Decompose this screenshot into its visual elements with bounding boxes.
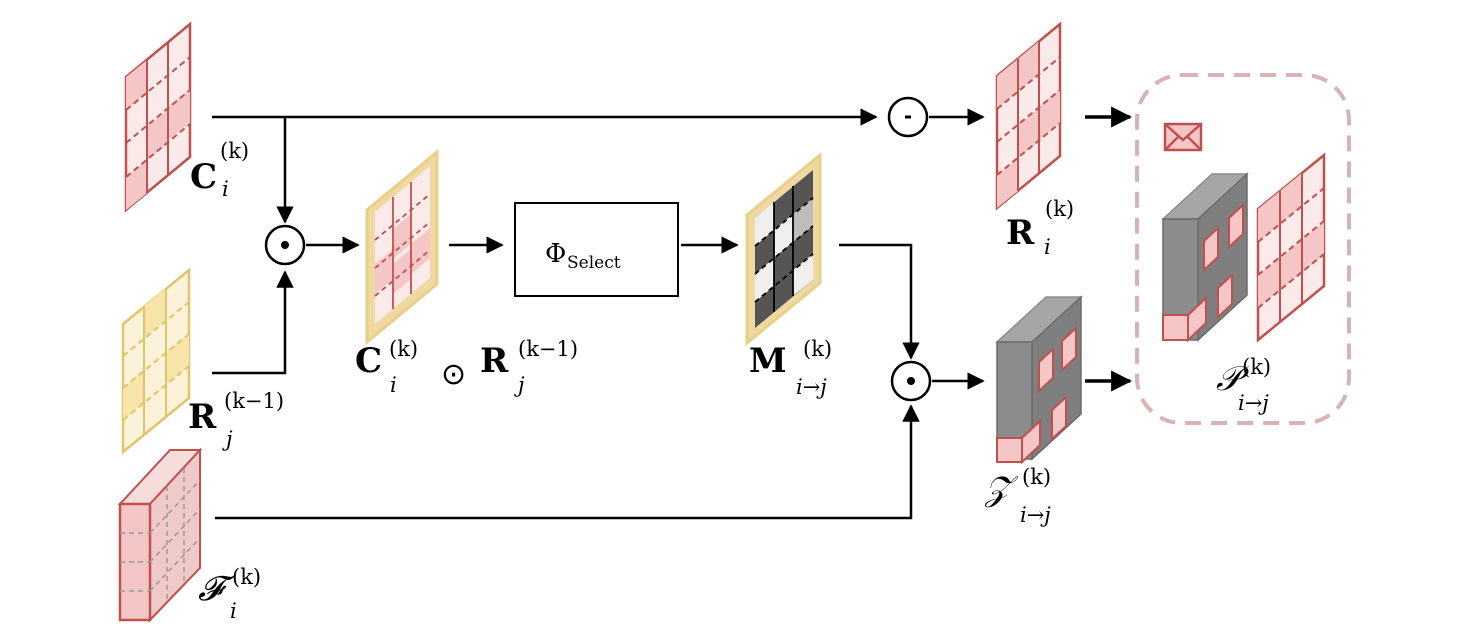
odot-operator-2 (890, 360, 932, 402)
svg-text:⊙: ⊙ (441, 357, 466, 392)
arrow-fi-to-odot2 (215, 404, 920, 520)
svg-text:(k): (k) (389, 337, 418, 361)
odot-operator-1 (264, 224, 306, 266)
p-gray-block (1161, 172, 1249, 343)
svg-text:𝒵: 𝒵 (984, 469, 1019, 509)
svg-text:(k): (k) (803, 337, 832, 361)
label-p: 𝒫 (k) i→j (1216, 355, 1271, 415)
svg-text:i→j: i→j (796, 375, 827, 399)
label-r-j-prev: R (k−1) j (188, 389, 284, 451)
c-i-grid (124, 21, 192, 213)
svg-text:(k−1): (k−1) (224, 389, 284, 413)
f-i-block (117, 447, 203, 623)
svg-text:R: R (188, 397, 217, 437)
svg-text:(k): (k) (1045, 197, 1074, 221)
svg-text:(k): (k) (1022, 465, 1051, 489)
select-box: Φ Select (514, 202, 679, 297)
svg-text:M: M (749, 341, 787, 381)
svg-text:(k−1): (k−1) (518, 337, 578, 361)
svg-text:Φ: Φ (545, 239, 566, 269)
svg-text:j: j (514, 373, 525, 397)
p-red-grid (1256, 152, 1326, 343)
svg-text:(k): (k) (220, 139, 249, 163)
svg-text:R: R (480, 341, 509, 381)
label-c-i: C (k) i (190, 139, 249, 201)
arrow-m-to-odot2 (839, 243, 920, 360)
svg-text:Select: Select (567, 253, 621, 273)
label-r-i: R (k) i (1006, 197, 1074, 259)
z-block (995, 295, 1083, 465)
ominus-operator (887, 96, 929, 138)
svg-text:(k): (k) (232, 565, 261, 589)
svg-text:i: i (230, 599, 237, 623)
svg-text:(k): (k) (1242, 355, 1271, 379)
r-j-prev-grid (121, 267, 191, 455)
mask-m-grid (745, 151, 822, 347)
label-c-odot-r: C (k) i ⊙ R (k−1) j (355, 337, 578, 397)
envelope-icon (1163, 122, 1203, 152)
svg-text:C: C (355, 341, 382, 381)
label-f-i: 𝓕 (k) i (198, 565, 261, 623)
svg-text:i: i (390, 373, 397, 397)
svg-text:i: i (1044, 235, 1051, 259)
arrow-rj-to-odot (212, 270, 294, 375)
svg-text:i: i (222, 177, 229, 201)
c-odot-r-grid (365, 148, 439, 346)
label-z: 𝒵 (k) i→j (984, 465, 1051, 527)
r-i-grid (995, 21, 1062, 211)
message-p-container (1135, 73, 1351, 425)
svg-text:i→j: i→j (1238, 391, 1269, 415)
svg-text:C: C (190, 157, 217, 197)
svg-text:i→j: i→j (1020, 503, 1051, 527)
svg-text:R: R (1006, 213, 1035, 253)
svg-text:j: j (222, 427, 233, 451)
label-m: M (k) i→j (749, 337, 832, 399)
